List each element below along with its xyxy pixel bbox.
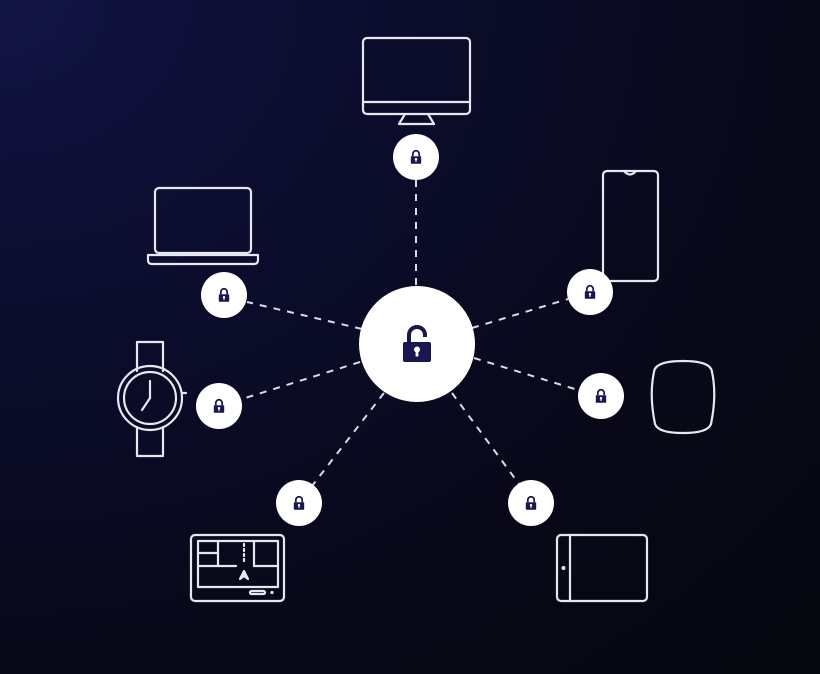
connector-car-nav [311,392,385,487]
hub-node [359,286,475,402]
connector-lines [241,180,579,487]
lock-node-tablet [508,480,554,526]
smartphone-icon [601,169,660,283]
connector-speaker [473,357,579,391]
connector-laptop [246,301,363,330]
laptop-icon [146,186,260,266]
lock-nodes [196,134,624,526]
car-navigation-icon [189,533,286,603]
desktop-monitor-icon [361,36,472,126]
lock-node-desktop [393,134,439,180]
connector-smartphone [471,298,569,329]
connector-watch [241,361,361,400]
lock-node-laptop [201,272,247,318]
lock-node-car-nav [276,480,322,526]
connector-tablet [451,392,520,485]
smartwatch-icon [116,340,188,458]
device-icons [116,36,716,603]
tablet-icon [555,533,649,603]
smart-speaker-icon [650,359,716,435]
lock-node-watch [196,383,242,429]
lock-node-smartphone [567,269,613,315]
lock-node-speaker [578,373,624,419]
